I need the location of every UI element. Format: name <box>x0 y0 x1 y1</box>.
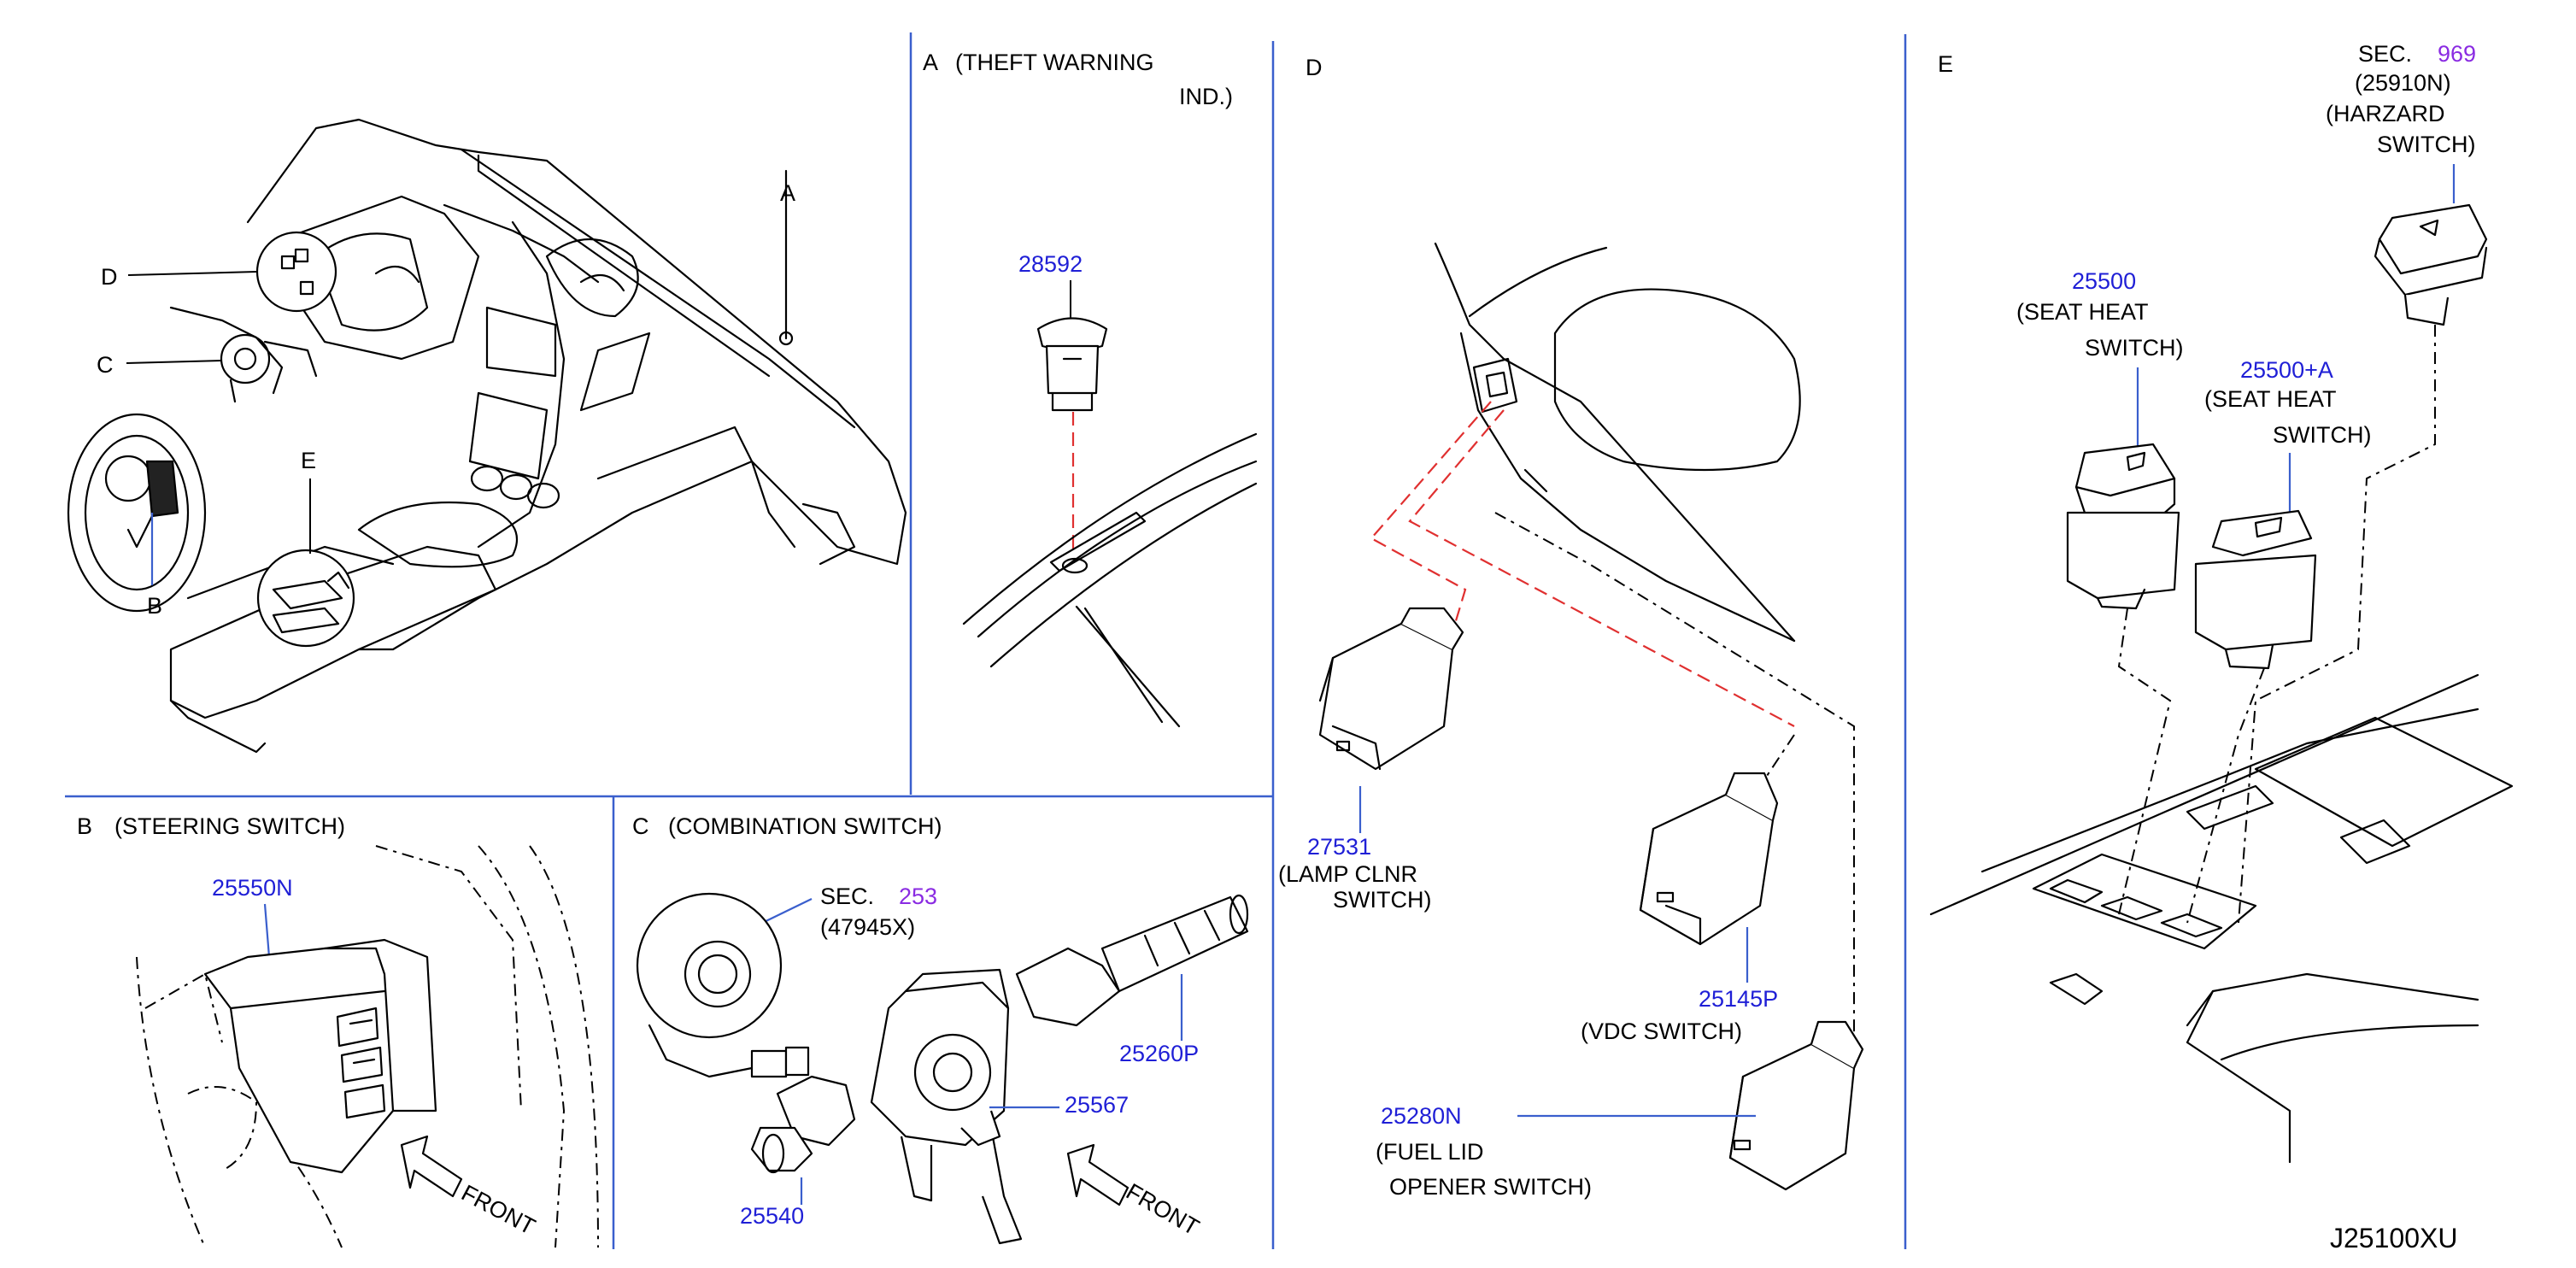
section-d-letter: D <box>1306 55 1323 80</box>
callout-b: B <box>147 593 162 619</box>
sec-253-number: 253 <box>899 883 937 909</box>
section-a: A (THEFT WARNING IND.) 28592 <box>923 50 1258 728</box>
part-25500A-desc1: (SEAT HEAT <box>2204 386 2337 412</box>
part-25280N-desc2: OPENER SWITCH) <box>1389 1174 1592 1200</box>
part-27531-desc2: SWITCH) <box>1333 887 1431 913</box>
section-a-letter: A <box>923 50 938 75</box>
section-d: D 27531 (LAMP CLNR SWITCH) 25145P (VDC S… <box>1278 55 1864 1200</box>
section-c: C (COMBINATION SWITCH) SEC. 253 (47945X)… <box>632 813 1249 1245</box>
section-c-title: (COMBINATION SWITCH) <box>668 813 942 839</box>
sec-969-prefix: SEC. <box>2358 41 2412 67</box>
front-label-b: FRONT <box>457 1180 539 1240</box>
part-25145P-desc1: (VDC SWITCH) <box>1581 1019 1742 1044</box>
part-25500A-desc2: SWITCH) <box>2273 422 2371 448</box>
callout-a: A <box>780 180 795 206</box>
callout-d: D <box>101 264 118 290</box>
part-25500-desc2: SWITCH) <box>2085 335 2183 361</box>
part-25567-label: 25567 <box>1065 1092 1129 1118</box>
part-25260P-label: 25260P <box>1119 1041 1199 1066</box>
sec-969-sub: (25910N) <box>2355 70 2451 96</box>
section-b-title: (STEERING SWITCH) <box>114 813 345 839</box>
section-b: B (STEERING SWITCH) 25550N FRONT <box>77 813 599 1248</box>
part-27531-label: 27531 <box>1307 834 1371 860</box>
section-e-letter: E <box>1938 51 1953 77</box>
part-28592-label: 28592 <box>1018 251 1083 277</box>
overview-callouts: A D C E B <box>97 180 795 619</box>
callout-e: E <box>301 448 316 473</box>
part-25280N-label: 25280N <box>1381 1103 1462 1129</box>
sec-969-number: 969 <box>2438 41 2476 67</box>
part-25500A-label: 25500+A <box>2240 357 2333 383</box>
diagram-code: J25100XU <box>2330 1223 2457 1253</box>
section-b-letter: B <box>77 813 92 839</box>
sec-253-prefix: SEC. <box>820 883 874 909</box>
part-25500-desc1: (SEAT HEAT <box>2016 299 2149 325</box>
panel-dividers <box>65 32 1907 1249</box>
part-25500-label: 25500 <box>2072 268 2136 294</box>
overview-dashboard <box>169 118 907 754</box>
section-a-title-line1: (THEFT WARNING <box>955 50 1153 75</box>
part-25550N-label: 25550N <box>212 875 293 901</box>
section-a-title-line2: IND.) <box>1179 84 1233 109</box>
section-e: E SEC. 969 (25910N) (HARZARD SWITCH) 255… <box>1929 41 2514 1164</box>
sec-969-desc2: SWITCH) <box>2377 132 2475 157</box>
sec-253-sub: (47945X) <box>820 914 915 940</box>
front-label-c: FRONT <box>1122 1178 1204 1240</box>
part-27531-desc1: (LAMP CLNR <box>1278 861 1417 887</box>
callout-c: C <box>97 352 114 378</box>
section-c-letter: C <box>632 813 649 839</box>
part-25280N-desc1: (FUEL LID <box>1376 1139 1484 1165</box>
sec-969-desc1: (HARZARD <box>2326 101 2445 126</box>
part-25540-label: 25540 <box>740 1203 804 1229</box>
part-25145P-label: 25145P <box>1699 986 1778 1012</box>
overview-details <box>67 231 355 648</box>
